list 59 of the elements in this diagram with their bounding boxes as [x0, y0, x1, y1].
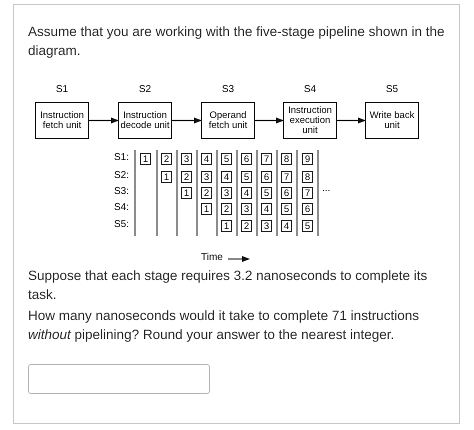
- instruction-number: 3: [181, 153, 192, 165]
- instruction-number: 6: [261, 171, 272, 183]
- stage-label: S5: [386, 84, 398, 95]
- arrow: [172, 118, 202, 124]
- instruction-number: 2: [161, 153, 172, 165]
- stage-label: S2:: [114, 170, 130, 181]
- instruction-number: 3: [241, 203, 252, 215]
- instruction-number: 5: [302, 220, 313, 232]
- instruction-number: 9: [302, 153, 313, 165]
- stage-label: S2: [138, 84, 152, 95]
- process-box: Operand fetch unit: [201, 102, 255, 139]
- question-text: How many nanoseconds would it take to complete 71 instructions without pipelining? Round your answer to the nearest integer.: [28, 307, 420, 344]
- instruction-number: 8: [281, 153, 292, 165]
- arrow: [337, 118, 366, 124]
- axis-label: Time: [201, 252, 223, 263]
- instruction-number: 4: [281, 220, 292, 232]
- instruction-number: 2: [241, 220, 252, 232]
- stage-label: S4: [304, 84, 316, 95]
- question-text: Suppose that each stage requires 3.2 nanoseconds to complete its task.: [28, 267, 428, 304]
- process-box: Write back unit: [365, 102, 419, 139]
- instruction-number: 7: [261, 153, 272, 165]
- process-box: Instruction execution unit: [283, 102, 337, 139]
- instruction-number: 8: [302, 171, 313, 183]
- stage-label: S3:: [114, 186, 130, 197]
- instruction-number: 4: [221, 171, 232, 183]
- instruction-number: 2: [201, 187, 212, 199]
- instruction-number: 2: [181, 171, 192, 183]
- instruction-number: 6: [281, 187, 292, 199]
- arrow: [255, 118, 284, 124]
- question-text: Assume that you are working with the five-stage pipeline shown in the diagram.: [28, 23, 446, 60]
- process-box: Instruction decode unit: [118, 102, 172, 139]
- instruction-number: 1: [161, 171, 172, 183]
- instruction-number: 5: [281, 203, 292, 215]
- instruction-number: 5: [261, 187, 272, 199]
- instruction-number: 1: [201, 203, 212, 215]
- instruction-number: 6: [302, 203, 313, 215]
- instruction-number: 7: [281, 171, 292, 183]
- instruction-number: 4: [261, 203, 272, 215]
- stage-label: S3: [222, 84, 234, 95]
- instruction-number: 7: [302, 187, 313, 199]
- instruction-number: 5: [221, 153, 232, 165]
- instruction-number: 3: [261, 220, 272, 232]
- instruction-number: 1: [181, 187, 192, 199]
- instruction-number: 1: [221, 220, 232, 232]
- stage-label: S1:: [114, 152, 130, 163]
- ellipsis: ...: [322, 183, 330, 194]
- stage-label: S1: [56, 84, 68, 95]
- instruction-number: 3: [201, 171, 212, 183]
- instruction-number: 3: [221, 187, 232, 199]
- arrow: [89, 118, 119, 124]
- instruction-number: 1: [140, 153, 151, 165]
- instruction-number: 6: [241, 153, 252, 165]
- stage-label: S5:: [114, 219, 130, 230]
- instruction-number: 4: [201, 153, 212, 165]
- process-box: Instruction fetch unit: [35, 102, 89, 139]
- instruction-number: 5: [241, 171, 252, 183]
- stage-label: S4:: [114, 202, 130, 213]
- instruction-number: 2: [221, 203, 232, 215]
- instruction-number: 4: [241, 187, 252, 199]
